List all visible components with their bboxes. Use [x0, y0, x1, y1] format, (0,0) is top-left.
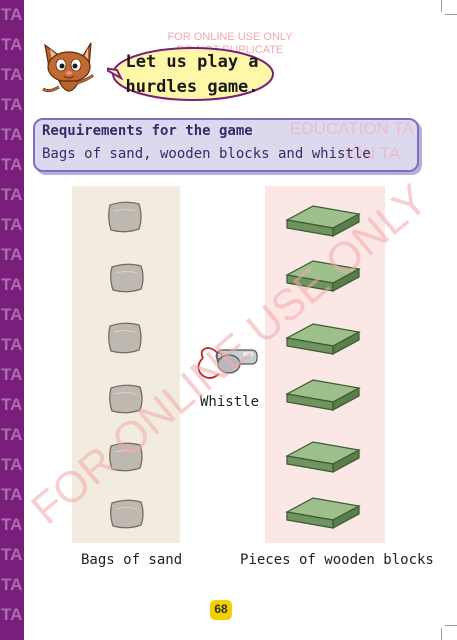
sand-bags-label: Bags of sand: [81, 552, 183, 568]
speech-line-1: Let us play a: [125, 52, 259, 72]
crop-mark: [441, 628, 442, 640]
page-number: 68: [214, 602, 228, 616]
side-band-letter: TA: [1, 215, 23, 234]
requirements-box: [33, 118, 419, 172]
stamp-line-1: FOR ONLINE USE ONLY: [167, 31, 293, 43]
side-band-letter: TA: [1, 155, 23, 174]
side-band-letter: TA: [1, 245, 23, 264]
whistle-label: Whistle: [200, 394, 260, 410]
side-band-letters: TA TA TA TA TA TA TA TA TA TA TA TA TA TA TA TA TA TA TA TA…: [1, 0, 23, 630]
wooden-blocks-label: Pieces of wooden blocks: [240, 552, 434, 568]
speech-line-2: hurdles game.: [125, 77, 259, 97]
requirements-text: Bags of sand, wooden blocks and whistle: [42, 146, 371, 162]
sand-bags-panel: [72, 186, 180, 543]
side-band-letter: TA: [1, 575, 23, 594]
page-number-badge: [210, 600, 232, 620]
crop-mark: [445, 625, 457, 626]
side-band-letter: TA: [1, 305, 23, 324]
side-band-letter: TA: [1, 185, 23, 204]
side-band-letter: TA: [1, 545, 23, 564]
side-band-letter: TA: [1, 5, 23, 24]
sandbag-icon: [108, 201, 142, 233]
wooden-block-icon: [285, 497, 361, 530]
wooden-blocks-panel: [265, 186, 385, 543]
speech-bubble: [107, 47, 274, 101]
side-band-letter: TA: [1, 395, 23, 414]
wooden-block-icon: [285, 441, 361, 474]
side-band-letter: TA: [1, 485, 23, 504]
sandbag-icon: [109, 384, 143, 414]
side-band-letter: TA: [1, 95, 23, 114]
speech-bubble-text: Let us play a hurdles game.: [107, 50, 277, 100]
side-band: TA TA TA TA TA TA TA TA TA TA TA TA TA TA TA TA TA TA TA TA…: [0, 0, 24, 640]
sandbag-icon: [110, 263, 144, 293]
wooden-block-icon: [285, 323, 361, 356]
requirements-title: Requirements for the game: [42, 123, 253, 139]
side-band-letter: TA: [1, 335, 23, 354]
side-band-letter: TA: [1, 425, 23, 444]
side-band-letter: TA: [1, 35, 23, 54]
side-band-letter: TA: [1, 605, 23, 624]
side-band-letter: TA: [1, 125, 23, 144]
side-band-letter: TA: [1, 275, 23, 294]
side-band-letter: TA: [1, 65, 23, 84]
crop-mark: [445, 14, 457, 15]
wooden-block-icon: [285, 205, 361, 238]
side-band-letter: TA: [1, 455, 23, 474]
cat-icon: [42, 42, 95, 93]
side-band-letter: TA: [1, 515, 23, 534]
sandbag-icon: [110, 499, 144, 529]
sandbag-icon: [109, 442, 143, 472]
wooden-block-icon: [285, 379, 361, 412]
side-band-letter: TA: [1, 365, 23, 384]
wooden-block-icon: [285, 260, 361, 293]
crop-mark: [441, 0, 442, 12]
sandbag-icon: [108, 322, 142, 354]
whistle-icon: [197, 347, 258, 379]
